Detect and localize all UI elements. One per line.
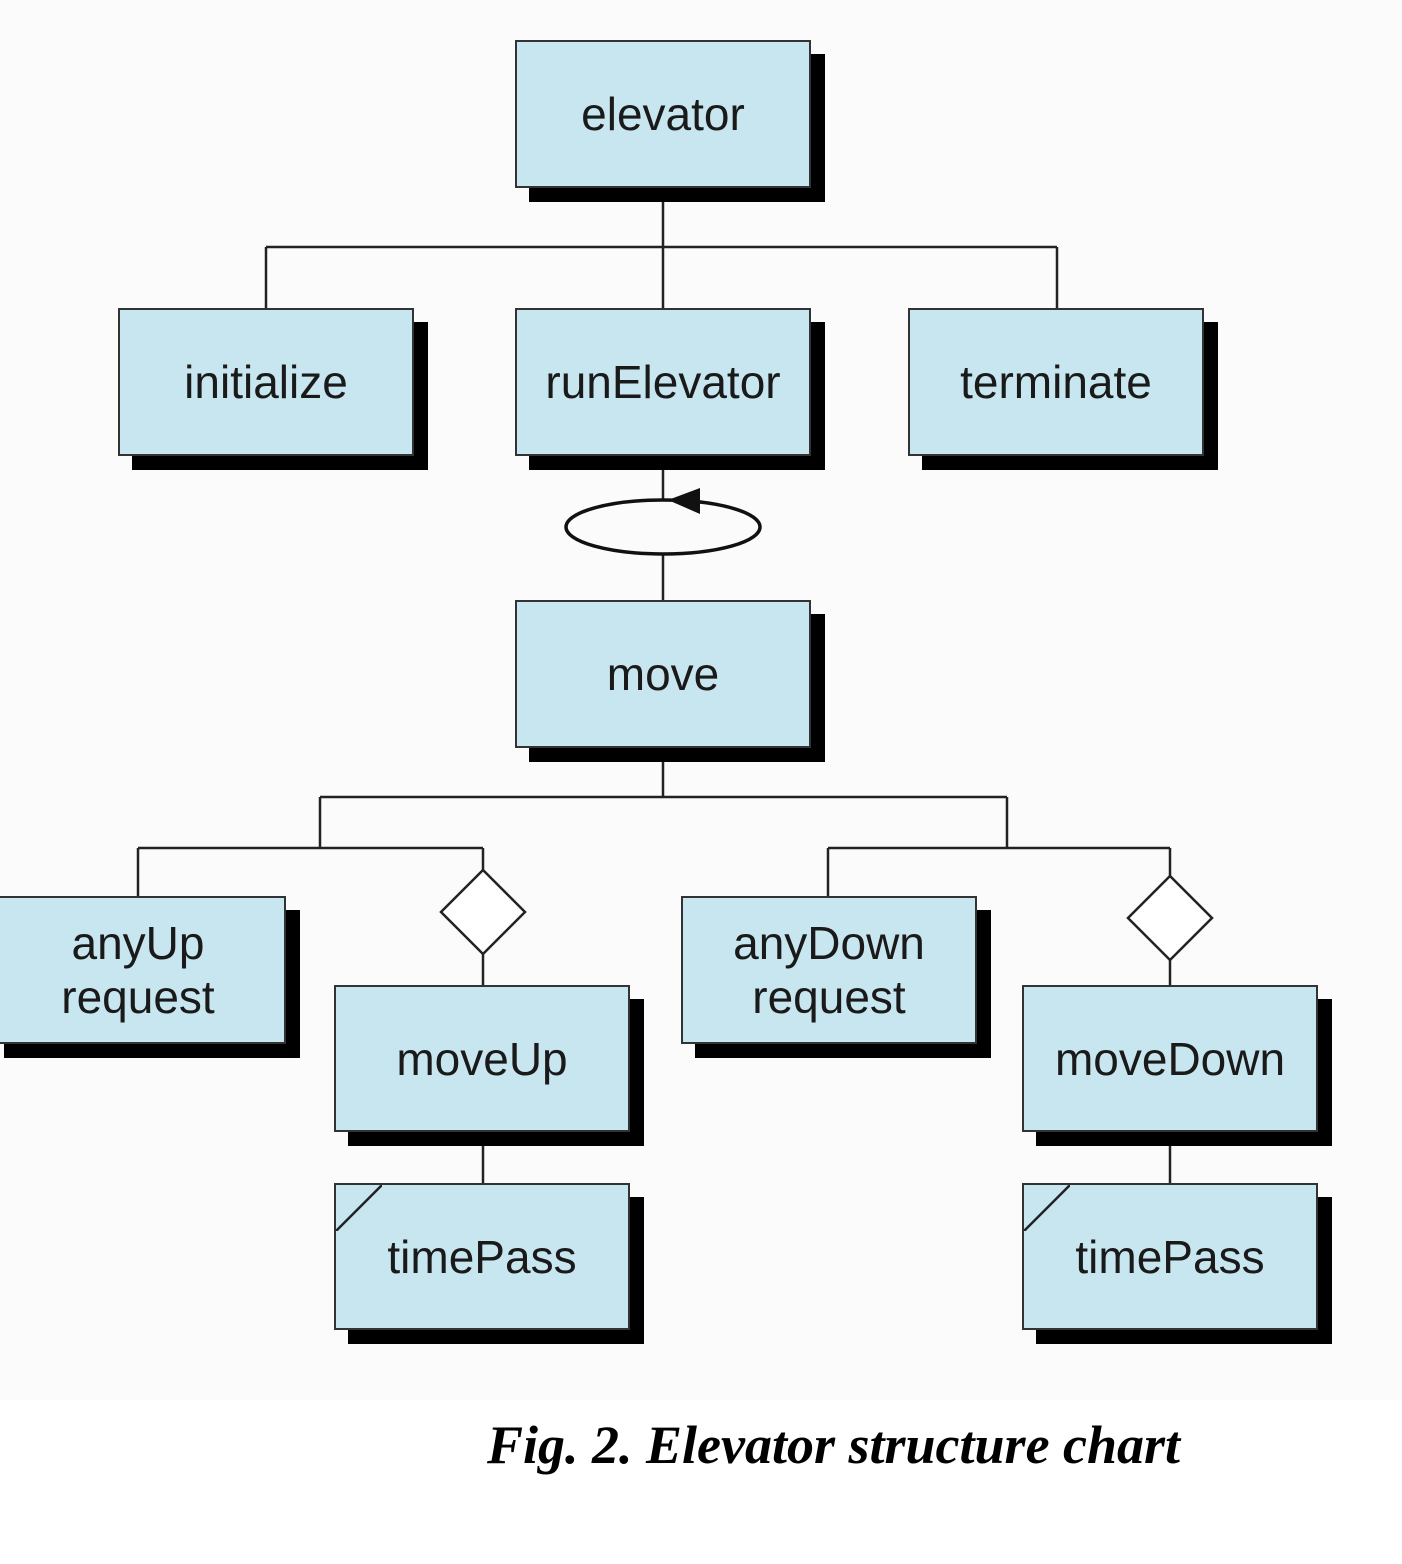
module-label: moveUp: [396, 1032, 568, 1085]
module-move: move: [515, 600, 825, 762]
condition-diamond-icon: [1126, 874, 1214, 962]
module-label: timePass: [1075, 1230, 1265, 1283]
module-initialize: initialize: [118, 308, 428, 470]
module-label: move: [606, 648, 720, 700]
structure-chart: elevator initialize runElevator terminat…: [0, 40, 1332, 1344]
module-terminate: terminate: [908, 308, 1218, 470]
module-label: runElevator: [545, 356, 781, 408]
module-anyup-request: anyUp request: [0, 896, 300, 1058]
loop-arrowhead-icon: [668, 488, 700, 514]
module-moveup: moveUp: [334, 985, 644, 1146]
condition-diamond-icon: [439, 868, 527, 956]
module-runelevator: runElevator: [515, 308, 825, 470]
library-module-corner-icon: [1024, 1185, 1070, 1231]
module-anydown-request: anyDown request: [681, 896, 991, 1058]
figure-caption: Fig. 2. Elevator structure chart: [487, 1415, 1181, 1475]
module-label: initialize: [184, 356, 348, 408]
connector-lines: [136, 188, 1214, 1183]
module-label: elevator: [581, 88, 745, 140]
library-module-corner-icon: [336, 1185, 382, 1231]
module-elevator: elevator: [515, 40, 825, 202]
module-timepass-up: timePass: [334, 1183, 644, 1344]
module-movedown: moveDown: [1022, 985, 1332, 1146]
module-label: anyDown request: [733, 917, 925, 1023]
module-label: moveDown: [1054, 1032, 1286, 1085]
module-label: timePass: [387, 1230, 577, 1283]
module-label: terminate: [960, 356, 1152, 408]
loop-icon: [564, 498, 762, 556]
module-timepass-down: timePass: [1022, 1183, 1332, 1344]
module-label: anyUp request: [61, 917, 215, 1023]
